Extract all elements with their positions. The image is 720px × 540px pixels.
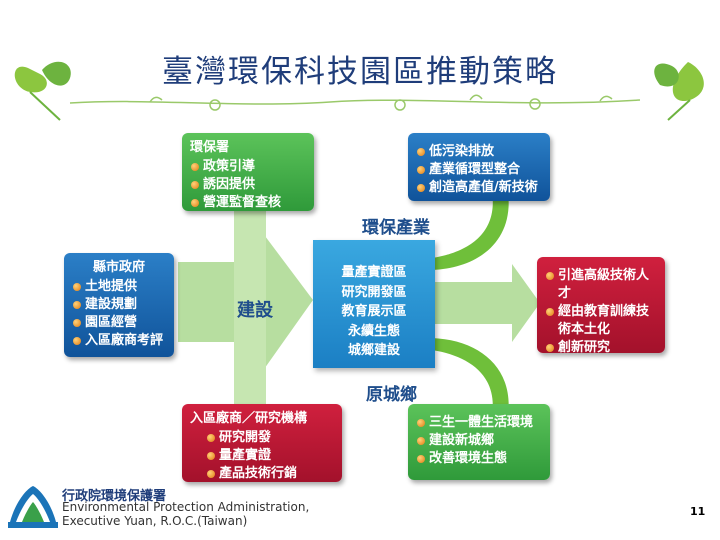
list-item: 營運監督查核	[190, 194, 306, 212]
page-number: 11	[690, 505, 705, 518]
list-item: 產品技術行銷	[206, 465, 334, 483]
center-line: 永續生態	[313, 322, 435, 342]
industry-box: 低污染排放 產業循環型整合 創造高產值/新技術	[408, 133, 550, 201]
list-item: 經由教育訓練技術本土化	[545, 303, 657, 339]
list-item: 產業循環型整合	[416, 161, 542, 179]
town-tag: 原城鄉	[366, 380, 417, 405]
list-item: 研究開發	[206, 429, 334, 447]
epa-logo-icon	[8, 482, 58, 530]
firms-heading: 入區廠商／研究機構	[190, 410, 334, 428]
epa-box: 環保署 政策引導 誘因提供 營運監督查核	[182, 133, 314, 211]
output-arrow	[435, 264, 540, 342]
industry-tag: 環保產業	[362, 213, 430, 238]
list-item: 建設規劃	[72, 296, 166, 314]
center-line: 研究開發區	[313, 283, 435, 303]
list-item: 三生一體生活環境	[416, 414, 542, 432]
list-item: 低污染排放	[416, 143, 542, 161]
center-line: 教育展示區	[313, 302, 435, 322]
list-item: 量產實證	[206, 447, 334, 465]
town-box: 三生一體生活環境 建設新城鄉 改善環境生態	[408, 404, 550, 480]
list-item: 入區廠商考評	[72, 332, 166, 350]
list-item: 創新研究	[545, 339, 657, 357]
county-heading: 縣市政府	[72, 259, 166, 277]
org-name-en-line: Environmental Protection Administration,	[62, 500, 309, 514]
park-center-box: 量產實證區 研究開發區 教育展示區 永續生態 城鄉建設	[313, 240, 435, 368]
list-item: 創造高產值/新技術	[416, 179, 542, 197]
list-item: 改善環境生態	[416, 450, 542, 468]
org-name-en: Environmental Protection Administration,…	[62, 500, 309, 528]
construction-tag: 建設	[237, 296, 273, 322]
county-box: 縣市政府 土地提供 建設規劃 園區經營 入區廠商考評	[64, 253, 174, 357]
center-line: 量產實證區	[313, 263, 435, 283]
center-line: 城鄉建設	[313, 341, 435, 361]
talent-box: 引進高級技術人才 經由教育訓練技術本土化 創新研究	[537, 257, 665, 353]
firms-box: 入區廠商／研究機構 研究開發 量產實證 產品技術行銷	[182, 404, 342, 482]
list-item: 政策引導	[190, 158, 306, 176]
org-name-en-line: Executive Yuan, R.O.C.(Taiwan)	[62, 514, 309, 528]
list-item: 園區經營	[72, 314, 166, 332]
list-item: 引進高級技術人才	[545, 267, 657, 303]
list-item: 土地提供	[72, 278, 166, 296]
list-item: 建設新城鄉	[416, 432, 542, 450]
epa-heading: 環保署	[190, 139, 306, 157]
list-item: 誘因提供	[190, 176, 306, 194]
